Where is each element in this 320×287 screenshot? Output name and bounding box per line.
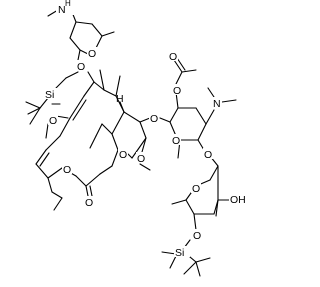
label-si-left: Si [45, 89, 54, 101]
label-o-ring-top: O [88, 48, 96, 60]
label-o-carbonyl: O [85, 197, 93, 209]
label-o-ester: O [63, 164, 71, 176]
label-o-glycoside: O [77, 61, 85, 73]
structure-canvas: N H O O Si O H O O O O O O [25, 0, 247, 277]
chemical-structure-diagram: N H O O Si O H O O O O O O [25, 0, 247, 277]
label-o-acetate-carbonyl: O [169, 51, 177, 63]
label-n-dimethyl: N [213, 98, 221, 110]
label-si-right: Si [175, 247, 184, 259]
label-o-bridge: O [119, 149, 127, 161]
label-o-glycoside-right: O [150, 113, 158, 125]
label-oh: OH [230, 194, 246, 206]
label-nh-h: H [65, 0, 71, 8]
mycarose-ring [161, 155, 231, 277]
label-h-bridge: H [116, 93, 124, 105]
tbs-left [25, 71, 79, 139]
label-o-ring-mycarose: O [192, 183, 200, 195]
label-o-ring-desosamine: O [172, 135, 180, 147]
label-o-methoxy: O [137, 153, 145, 165]
label-o-acetate: O [173, 85, 181, 97]
amino-sugar-ring [47, 9, 115, 61]
label-nh-n: N [58, 4, 66, 16]
atom-labels: N H O O Si O H O O O O O O [44, 0, 247, 259]
label-o-link: O [204, 149, 212, 161]
label-o-tbs-right: O [193, 230, 201, 242]
label-o-tbs-left: O [49, 115, 57, 127]
